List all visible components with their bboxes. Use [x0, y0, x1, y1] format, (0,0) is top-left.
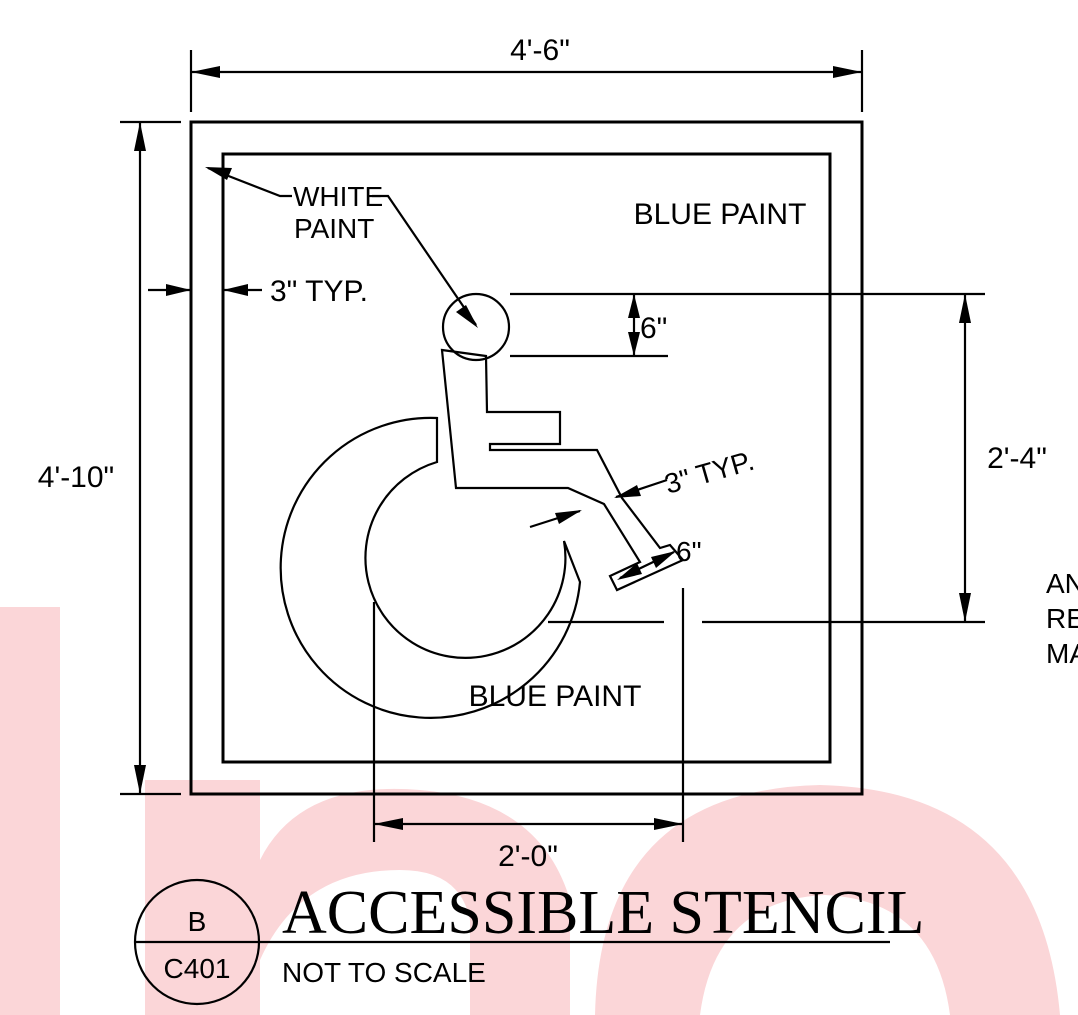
detail-subtitle: NOT TO SCALE	[282, 957, 486, 988]
wheel-arc	[279, 416, 582, 719]
watermark-letter-h	[145, 780, 570, 1015]
side-note-line-3: MA	[1046, 638, 1078, 669]
watermark-letter-o	[595, 785, 1060, 1015]
width-dimension: 4'-6"	[189, 34, 864, 112]
detail-letter: B	[188, 906, 207, 937]
watermark-bar	[0, 607, 60, 1015]
symbol-height-label: 2'-4"	[987, 442, 1047, 475]
side-note: AN RE MA	[1046, 568, 1078, 669]
white-paint-label-1: WHITE	[293, 181, 383, 212]
stroke-typ-dimension: 3" TYP.	[529, 445, 758, 529]
head-circle	[441, 292, 511, 362]
wheelchair-symbol-icon	[279, 292, 685, 719]
height-dimension: 4'-10"	[38, 120, 181, 796]
white-paint-callout: WHITE PAINT	[205, 166, 478, 328]
stroke-typ-label: 3" TYP.	[661, 445, 757, 500]
symbol-height-dimension: 2'-4"	[548, 294, 1047, 624]
sheet-number: C401	[164, 953, 231, 984]
title-block: B C401 ACCESSIBLE STENCIL NOT TO SCALE	[133, 878, 924, 1006]
white-paint-label-2: PAINT	[294, 213, 374, 244]
body-outline	[440, 348, 685, 592]
blue-paint-bottom-label: BLUE PAINT	[469, 680, 642, 713]
head-dimension: 6"	[510, 292, 985, 358]
border-typ-label: 3" TYP.	[270, 275, 368, 308]
symbol-width-dimension: 2'-0"	[372, 588, 685, 873]
head-dimension-label: 6"	[640, 312, 667, 345]
footrest-label: 6"	[676, 536, 702, 567]
border-typ-dimension: 3" TYP.	[148, 275, 368, 308]
outer-border	[189, 120, 864, 796]
height-label: 4'-10"	[38, 461, 114, 494]
inner-border	[221, 152, 832, 764]
detail-title: ACCESSIBLE STENCIL	[282, 879, 924, 947]
symbol-width-label: 2'-0"	[498, 840, 558, 873]
blue-paint-top-label: BLUE PAINT	[634, 198, 807, 231]
side-note-line-1: AN	[1046, 568, 1078, 599]
watermark	[0, 607, 1060, 1015]
side-note-line-2: RE	[1046, 603, 1078, 634]
footrest-dimension: 6"	[617, 536, 702, 580]
width-label: 4'-6"	[510, 34, 570, 67]
